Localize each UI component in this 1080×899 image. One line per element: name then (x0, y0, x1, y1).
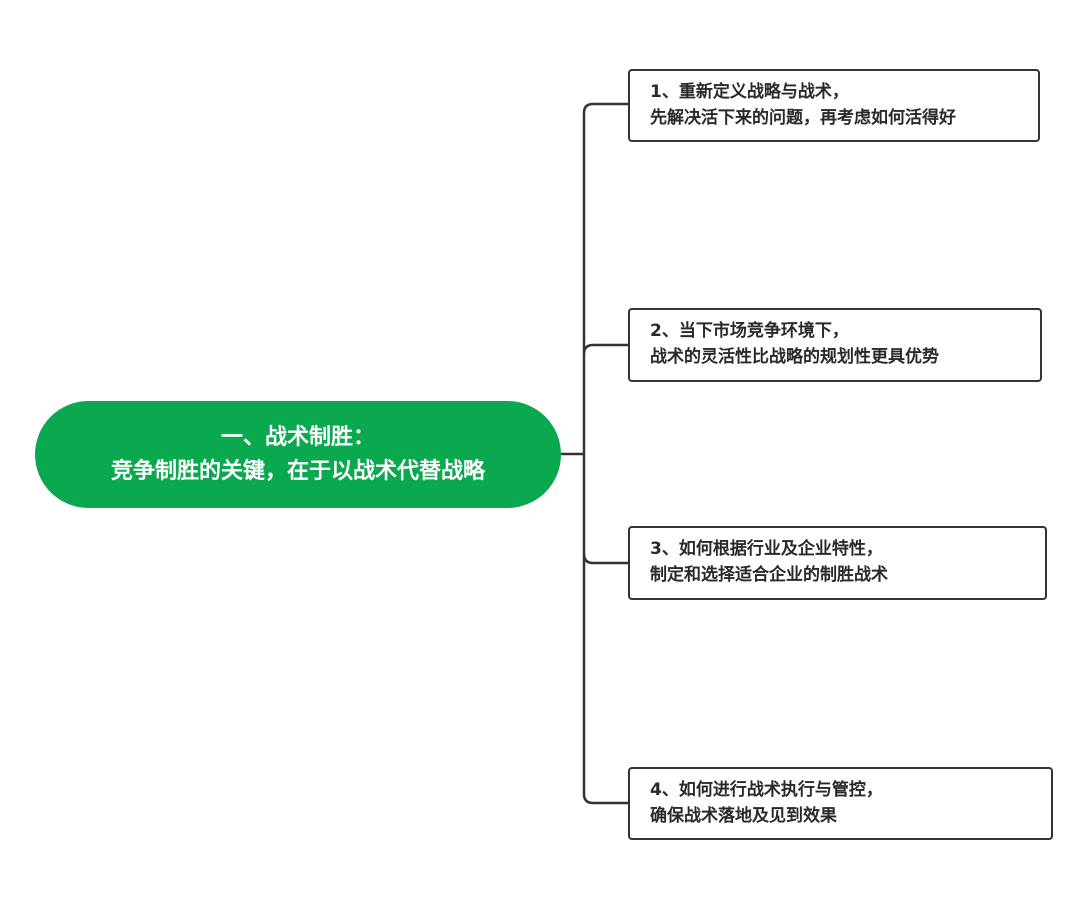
connector-vertical-spine (582, 102, 628, 805)
child-node-3-heading: 3、如何根据行业及企业特性， (650, 539, 883, 559)
child-node-4: 4、如何进行战术执行与管控， 确保战术落地及见到效果 (628, 767, 1053, 840)
child-node-4-heading: 4、如何进行战术执行与管控， (650, 780, 883, 800)
child-node-3: 3、如何根据行业及企业特性， 制定和选择适合企业的制胜战术 (628, 526, 1047, 600)
root-subtitle: 竞争制胜的关键，在于以战术代替战略 (110, 458, 485, 484)
child-node-3-detail: 制定和选择适合企业的制胜战术 (650, 565, 888, 585)
root-title: 一、战术制胜： (220, 424, 375, 450)
child-node-2-heading: 2、当下市场竞争环境下， (650, 321, 849, 341)
connector-branch-3 (582, 553, 628, 565)
child-node-2-detail: 战术的灵活性比战略的规划性更具优势 (650, 347, 939, 367)
child-node-1-detail: 先解决活下来的问题，再考虑如何活得好 (650, 108, 956, 128)
child-node-2: 2、当下市场竞争环境下， 战术的灵活性比战略的规划性更具优势 (628, 308, 1042, 382)
child-node-1: 1、重新定义战略与战术， 先解决活下来的问题，再考虑如何活得好 (628, 69, 1040, 142)
child-node-1-heading: 1、重新定义战略与战术， (650, 82, 849, 102)
root-node: 一、战术制胜： 竞争制胜的关键，在于以战术代替战略 (35, 401, 561, 508)
connector-branch-2 (582, 343, 628, 355)
child-node-4-detail: 确保战术落地及见到效果 (650, 806, 837, 826)
